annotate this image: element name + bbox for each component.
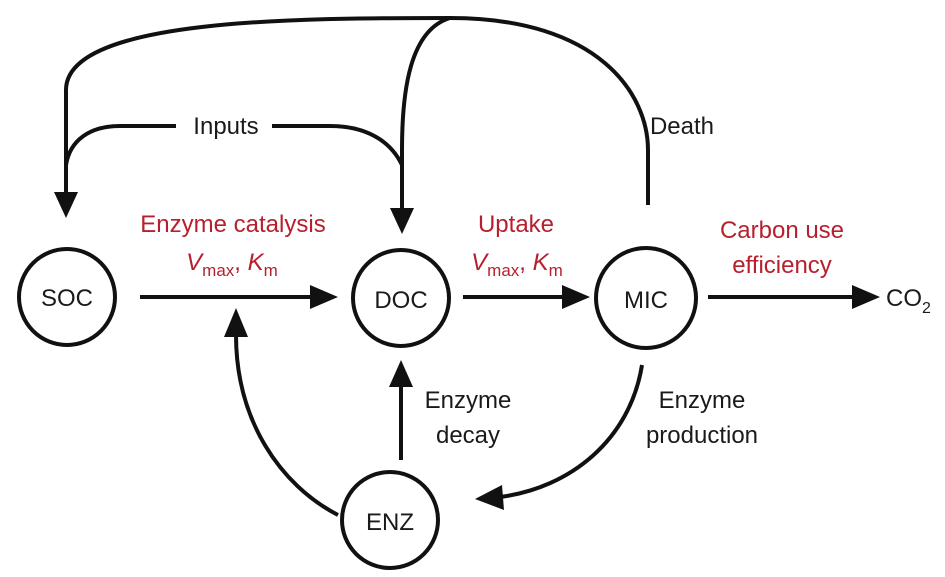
enz-node — [340, 470, 440, 570]
top-feedback-line — [64, 16, 650, 205]
carbon-use-label-line2: efficiency — [732, 252, 832, 279]
enz-to-catalysis-line — [234, 334, 339, 517]
catalysis-k-subscript: m — [264, 261, 278, 280]
enzyme-decay-label-line2: decay — [436, 422, 500, 449]
catalysis-kinetics-label: Vmax, Km — [186, 249, 278, 280]
enzyme-production-label-line1: Enzyme — [659, 387, 746, 414]
carbon-use-label-line1: Carbon use — [720, 217, 844, 244]
enz-label: ENZ — [366, 509, 414, 536]
doc-label: DOC — [374, 287, 427, 314]
catalysis-k-symbol: K — [248, 249, 265, 276]
arrowhead-mic-to-co2 — [852, 285, 880, 309]
arrowhead-to-catalysis — [224, 308, 248, 337]
mic-to-enz-line — [499, 364, 644, 499]
arrowhead-to-doc-top — [390, 208, 414, 234]
arrowhead-soc-to-doc — [310, 285, 338, 309]
co2-base: CO — [886, 285, 922, 312]
doc-node — [351, 248, 451, 348]
catalysis-v-symbol: V — [186, 249, 204, 276]
arrowhead-doc-to-mic — [562, 285, 590, 309]
inputs-right-arm — [272, 124, 404, 166]
catalysis-v-subscript: max — [202, 261, 235, 280]
death-label: Death — [650, 113, 714, 140]
soc-label: SOC — [41, 285, 93, 312]
mic-label: MIC — [624, 287, 668, 314]
uptake-v-symbol: V — [471, 249, 489, 276]
soc-node — [17, 247, 117, 347]
co2-label: CO2 — [886, 285, 931, 317]
inputs-left-arm — [64, 124, 176, 166]
top-branch-to-doc-line — [400, 16, 451, 210]
uptake-v-subscript: max — [487, 261, 520, 280]
uptake-kinetics-label: Vmax, Km — [471, 249, 563, 280]
enzyme-production-label-line2: production — [646, 422, 758, 449]
uptake-label: Uptake — [478, 211, 554, 238]
mic-node — [594, 246, 698, 350]
uptake-k-symbol: K — [533, 249, 550, 276]
uptake-k-subscript: m — [549, 261, 563, 280]
co2-subscript: 2 — [922, 300, 931, 317]
arrowhead-enz-to-doc — [389, 360, 413, 387]
uptake-separator: , — [519, 249, 532, 276]
catalysis-separator: , — [234, 249, 247, 276]
inputs-label: Inputs — [193, 113, 258, 140]
arrowhead-mic-to-enz — [475, 485, 504, 510]
enzyme-catalysis-label: Enzyme catalysis — [140, 211, 325, 238]
arrowhead-to-soc — [54, 192, 78, 218]
enzyme-decay-label-line1: Enzyme — [425, 387, 512, 414]
